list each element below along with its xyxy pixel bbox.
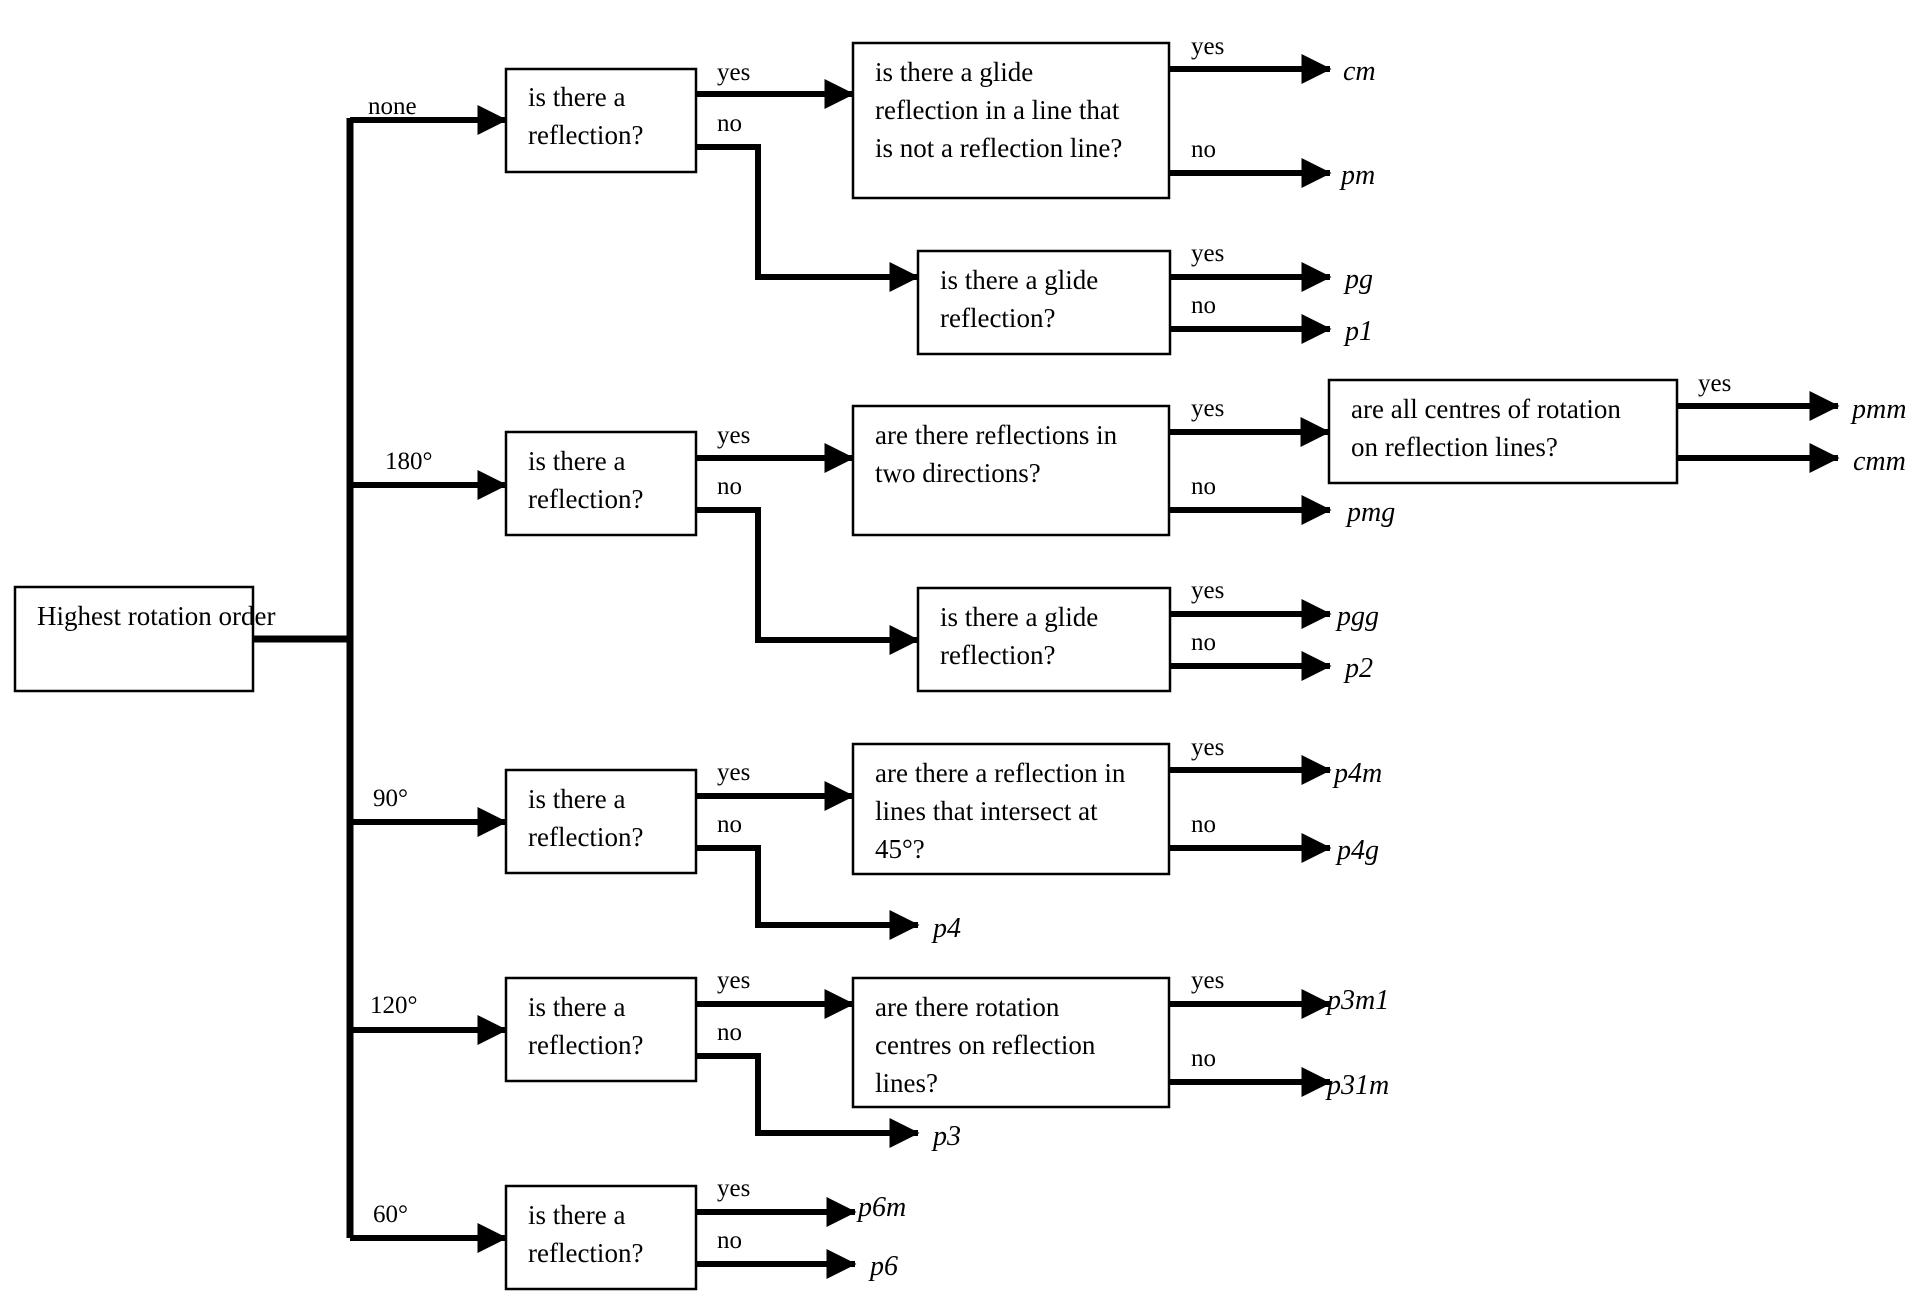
result-p6m: p6m: [856, 1192, 906, 1223]
p4g-no-label: no: [1191, 811, 1216, 838]
result-pmm: pmm: [1850, 394, 1906, 425]
reflections-two-directions-question: are there reflections in two directions?: [875, 420, 1124, 488]
r90-no-label: no: [717, 811, 742, 838]
r180-yes-label: yes: [717, 422, 750, 449]
cm-yes-label: yes: [1191, 33, 1224, 60]
glide-not-reflection-line-question: is there a glide reflection in a line th…: [875, 57, 1126, 163]
result-p31m: p31m: [1325, 1070, 1389, 1101]
root-box: [13, 585, 255, 693]
none-reflection-question: is there a reflection?: [528, 82, 643, 150]
result-p3m1: p3m1: [1325, 985, 1389, 1016]
reflections-two-directions-box: [851, 404, 1171, 537]
none-no-label: no: [717, 110, 742, 137]
r90-yes-label: yes: [717, 759, 750, 786]
reflection-lines-45-box: [851, 742, 1171, 876]
p31m-no-label: no: [1191, 1045, 1216, 1072]
reflection-lines-45-question: are there a reflection in lines that int…: [875, 758, 1132, 864]
result-p4m: p4m: [1332, 758, 1382, 789]
result-p4: p4: [931, 913, 961, 944]
result-cmm: cmm: [1853, 446, 1906, 477]
branch-180-label: 180°: [385, 448, 433, 475]
r90-reflection-question: is there a reflection?: [528, 784, 643, 852]
two-directions-yes-label: yes: [1191, 395, 1224, 422]
r120-reflection-box: [504, 976, 698, 1083]
r90-reflection-box: [504, 768, 698, 875]
branch-90-label: 90°: [373, 785, 408, 812]
result-p6: p6: [868, 1251, 898, 1282]
r180-no-arrow: [696, 507, 920, 655]
none-glide-box: [916, 249, 1172, 356]
result-cm: cm: [1343, 56, 1376, 87]
r120-no-arrow: [696, 1053, 920, 1148]
result-pg: pg: [1343, 264, 1373, 295]
result-p4g: p4g: [1335, 835, 1379, 866]
p1-no-label: no: [1191, 292, 1216, 319]
r180-glide-box: [916, 586, 1172, 693]
result-p1: p1: [1343, 316, 1373, 347]
none-reflection-box: [504, 67, 698, 174]
result-p3: p3: [931, 1121, 961, 1152]
r120-yes-label: yes: [717, 967, 750, 994]
root-label: Highest rotation order: [37, 601, 275, 631]
glide-not-reflection-line-box: [851, 41, 1171, 200]
none-yes-label: yes: [717, 59, 750, 86]
branch-none-label: none: [368, 93, 417, 120]
result-pmg: pmg: [1345, 497, 1395, 528]
p6-no-label: no: [717, 1227, 742, 1254]
pgg-yes-label: yes: [1191, 577, 1224, 604]
p4m-yes-label: yes: [1191, 734, 1224, 761]
pmg-no-label: no: [1191, 473, 1216, 500]
branch-60-label: 60°: [373, 1201, 408, 1228]
r60-reflection-box: [504, 1184, 698, 1291]
p2-no-label: no: [1191, 629, 1216, 656]
branch-120-label: 120°: [370, 992, 418, 1019]
result-pm: pm: [1339, 160, 1375, 191]
r90-no-arrow: [696, 845, 920, 940]
rotation-centres-on-reflection-question: are there rotation centres on reflection…: [875, 992, 1102, 1098]
result-p2: p2: [1343, 653, 1373, 684]
rotation-centres-on-reflection-box: [851, 976, 1171, 1109]
r180-glide-question: is there a glide reflection?: [940, 602, 1105, 670]
r180-reflection-question: is there a reflection?: [528, 446, 643, 514]
centres-on-reflection-lines-box: [1327, 378, 1679, 485]
none-glide-question: is there a glide reflection?: [940, 265, 1105, 333]
r120-no-label: no: [717, 1019, 742, 1046]
r120-reflection-question: is there a reflection?: [528, 992, 643, 1060]
r180-reflection-box: [504, 430, 698, 537]
none-no-arrow: [696, 144, 920, 292]
centres-on-reflection-lines-question: are all centres of rotation on reflectio…: [1351, 394, 1628, 462]
pm-no-label: no: [1191, 136, 1216, 163]
result-pgg: pgg: [1335, 601, 1379, 632]
pg-yes-label: yes: [1191, 240, 1224, 267]
r60-reflection-question: is there a reflection?: [528, 1200, 643, 1268]
p3m1-yes-label: yes: [1191, 967, 1224, 994]
r180-no-label: no: [717, 473, 742, 500]
p6m-yes-label: yes: [717, 1175, 750, 1202]
pmm-yes-label: yes: [1698, 370, 1731, 397]
